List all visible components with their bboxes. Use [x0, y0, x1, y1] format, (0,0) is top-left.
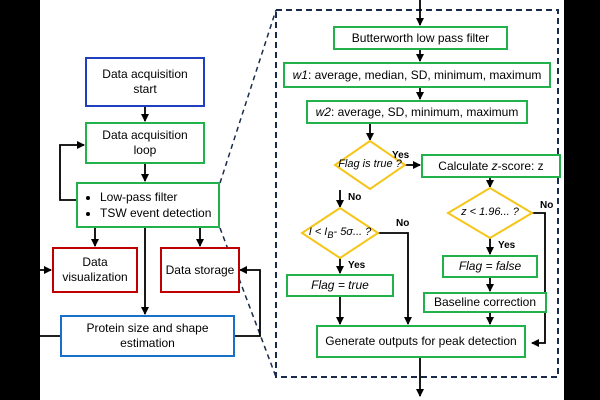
threshold-decision-diamond: [300, 206, 380, 260]
w2-var: w2: [315, 104, 331, 119]
start-line1: Data acquisition: [102, 67, 188, 81]
loop-line2: loop: [133, 143, 157, 157]
processing-node: Low-pass filter TSW event detection: [76, 182, 220, 228]
storage-label: Data storage: [165, 262, 235, 277]
w1-text: : average, median, SD, minimum, maximum: [307, 67, 542, 82]
loop-line1: Data acquisition: [102, 128, 188, 142]
w1-node: w1: average, median, SD, minimum, maximu…: [283, 62, 551, 88]
arrow-z-decision-no: [531, 212, 546, 347]
z-no-label: No: [540, 200, 554, 211]
outputs-label: Generate outputs for peak detection: [325, 334, 517, 348]
threshold-part2: - 5σ... ?: [333, 226, 372, 238]
z-yes-label: Yes: [498, 240, 516, 251]
tsw-event-detection-item: TSW event detection: [100, 206, 211, 221]
flag-yes-label: Yes: [392, 150, 410, 161]
flag-decision-diamond: [333, 139, 407, 191]
arrow-estimation-visualization: [40, 266, 60, 337]
threshold-decision-text: I < IB- 5σ... ?: [298, 226, 382, 240]
zscore-prefix: Calculate: [438, 158, 492, 173]
threshold-sub: B: [327, 230, 334, 241]
w1-var: w1: [292, 67, 308, 82]
estimation-line2: estimation: [120, 336, 175, 350]
zoom-frame: [275, 9, 559, 378]
flag-true-node: Flag = true: [286, 274, 394, 297]
low-pass-filter-item: Low-pass filter: [100, 190, 211, 205]
z-decision-diamond: [446, 186, 534, 240]
flag-true-label: Flag = true: [311, 278, 369, 292]
generate-outputs-node: Generate outputs for peak detection: [316, 325, 526, 358]
zscore-node: Calculate z-score: z: [421, 154, 561, 178]
flag-no-label: No: [348, 192, 362, 203]
z-decision-text: z < 1.96... ?: [448, 206, 532, 218]
threshold-yes-label: Yes: [348, 260, 366, 271]
arrow-estimation-storage: [235, 266, 261, 337]
start-line2: start: [133, 82, 157, 96]
flag-decision-text: Flag is true ?: [330, 158, 410, 170]
visualization-line2: visualization: [62, 270, 128, 284]
flag-decision-label: Flag is true ?: [338, 158, 402, 170]
visualization-line1: Data: [82, 255, 108, 269]
butterworth-label: Butterworth low pass filter: [351, 30, 490, 45]
data-storage-node: Data storage: [160, 247, 240, 293]
w2-node: w2: average, SD, minimum, maximum: [306, 100, 528, 124]
baseline-correction-node: Baseline correction: [423, 292, 547, 313]
threshold-no-label: No: [396, 218, 410, 229]
zoom-line-top: [219, 9, 277, 184]
arrow-threshold-no: [378, 232, 412, 325]
baseline-label: Baseline correction: [433, 295, 537, 309]
z-decision-label: z < 1.96... ?: [461, 206, 519, 218]
arrow-process-loop: [59, 141, 85, 201]
connectors: [40, 0, 559, 397]
flag-false-node: Flag = false: [442, 255, 538, 278]
flag-false-label: Flag = false: [458, 259, 522, 273]
zscore-var: z: [491, 158, 498, 173]
estimation-line1: Protein size and shape: [86, 321, 209, 335]
butterworth-filter-node: Butterworth low pass filter: [333, 26, 508, 50]
w2-text: : average, SD, minimum, maximum: [330, 104, 519, 119]
zscore-suffix: -score: z: [497, 158, 544, 173]
threshold-part1: I < I: [308, 226, 328, 238]
